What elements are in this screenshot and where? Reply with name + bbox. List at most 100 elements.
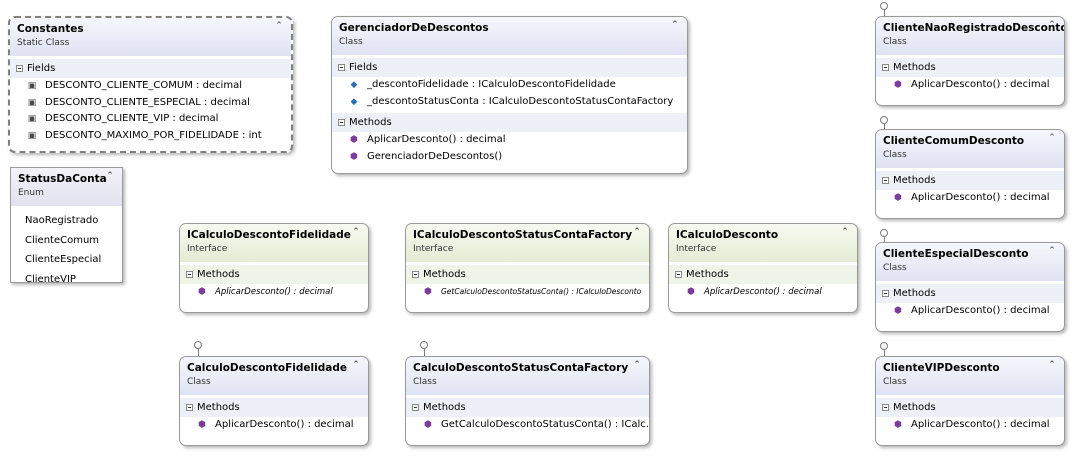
method-member[interactable]: ⬢AplicarDesconto() : decimal bbox=[876, 77, 1064, 94]
class-box-calculo-desconto-fidelidade[interactable]: CalculoDescontoFidelidade Class ⌃ Method… bbox=[179, 356, 369, 446]
class-name: ClienteNaoRegistradoDesconto bbox=[883, 22, 1065, 34]
interface-box-icalculo-desconto-status-conta-factory[interactable]: ICalculoDescontoStatusContaFactory Inter… bbox=[405, 223, 650, 313]
interface-box-icalculo-desconto[interactable]: ICalculoDesconto Interface ⌃ Methods ⬢Ap… bbox=[668, 223, 858, 313]
collapse-icon[interactable]: ⌃ bbox=[633, 227, 641, 237]
method-member[interactable]: ⬢AplicarDesconto() : decimal bbox=[669, 284, 857, 301]
class-stereotype: Class bbox=[339, 37, 363, 47]
section-methods-header[interactable]: Methods bbox=[406, 398, 649, 417]
section-methods-header[interactable]: Methods bbox=[332, 113, 687, 132]
method-member[interactable]: ⬢GetCalculoDescontoStatusConta() : ICalc… bbox=[406, 284, 649, 301]
collapse-icon[interactable]: ⌃ bbox=[106, 171, 114, 181]
enum-box-status-da-conta[interactable]: StatusDaConta Enum ⌃ NaoRegistrado Clien… bbox=[10, 167, 123, 283]
class-box-cliente-nao-registrado-desconto[interactable]: ClienteNaoRegistradoDesconto Class ⌃ Met… bbox=[875, 16, 1065, 106]
enum-name: StatusDaConta bbox=[18, 173, 107, 185]
class-name: ClienteVIPDesconto bbox=[883, 362, 1000, 374]
collapse-icon[interactable]: ⌃ bbox=[1048, 360, 1056, 370]
method-cube-icon: ⬢ bbox=[894, 193, 902, 203]
section-methods-header[interactable]: Methods bbox=[876, 171, 1064, 190]
method-member[interactable]: ⬢GerenciadorDeDescontos() bbox=[332, 149, 687, 166]
member-text: _descontoFidelidade : ICalculoDescontoFi… bbox=[367, 79, 616, 90]
method-member[interactable]: ⬢AplicarDesconto() : decimal bbox=[332, 132, 687, 149]
minus-box-icon[interactable] bbox=[186, 271, 193, 278]
constant-member[interactable]: ▣DESCONTO_CLIENTE_VIP : decimal bbox=[10, 111, 291, 128]
class-box-calculo-desconto-status-conta-factory[interactable]: CalculoDescontoStatusContaFactory Class … bbox=[405, 356, 650, 446]
interface-connector bbox=[884, 350, 885, 356]
section-label: Fields bbox=[349, 62, 378, 73]
section-fields-header[interactable]: Fields bbox=[332, 58, 687, 77]
collapse-icon[interactable]: ⌃ bbox=[1048, 20, 1056, 30]
member-text: DESCONTO_CLIENTE_VIP : decimal bbox=[45, 113, 219, 124]
collapse-icon[interactable]: ⌃ bbox=[1048, 133, 1056, 143]
method-cube-icon: ⬢ bbox=[198, 420, 206, 430]
minus-box-icon[interactable] bbox=[16, 65, 23, 72]
section-label: Methods bbox=[197, 402, 240, 413]
minus-box-icon[interactable] bbox=[412, 404, 419, 411]
section-label: Methods bbox=[197, 269, 240, 280]
lollipop-icon bbox=[194, 341, 202, 349]
member-text: GetCalculoDescontoStatusConta() : ICalc.… bbox=[441, 419, 650, 430]
minus-box-icon[interactable] bbox=[338, 119, 345, 126]
section-methods-header[interactable]: Methods bbox=[669, 265, 857, 284]
enum-value[interactable]: NaoRegistrado bbox=[25, 215, 99, 226]
class-box-gerenciador-de-descontos[interactable]: GerenciadorDeDescontos Class ⌃ Fields ◆_… bbox=[331, 16, 688, 174]
section-methods-header[interactable]: Methods bbox=[180, 398, 368, 417]
minus-box-icon[interactable] bbox=[412, 271, 419, 278]
field-member[interactable]: ◆_descontoStatusConta : ICalculoDesconto… bbox=[332, 94, 687, 111]
member-text: AplicarDesconto() : decimal bbox=[911, 305, 1050, 316]
constant-member[interactable]: ▣DESCONTO_MAXIMO_POR_FIDELIDADE : int bbox=[10, 128, 291, 145]
collapse-icon[interactable]: ⌃ bbox=[352, 227, 360, 237]
member-text: GetCalculoDescontoStatusConta() : ICalcu… bbox=[441, 287, 642, 296]
class-stereotype: Class bbox=[883, 150, 907, 160]
constant-icon: ▣ bbox=[27, 97, 37, 108]
interface-connector bbox=[198, 349, 199, 356]
class-box-constantes[interactable]: Constantes Static Class ⌃ Fields ▣DESCON… bbox=[8, 16, 293, 153]
field-member[interactable]: ◆ _descontoFidelidade : ICalculoDescontoF… bbox=[332, 77, 687, 94]
enum-value[interactable]: ClienteComum bbox=[25, 234, 100, 246]
minus-box-icon[interactable] bbox=[882, 177, 889, 184]
section-methods-header[interactable]: Methods bbox=[180, 265, 368, 284]
interface-stereotype: Interface bbox=[413, 244, 454, 254]
field-lock-icon: ◆ bbox=[350, 80, 358, 90]
collapse-icon[interactable]: ⌃ bbox=[633, 360, 641, 370]
collapse-icon[interactable]: ⌃ bbox=[275, 21, 283, 31]
method-member[interactable]: ⬢AplicarDesconto() : decimal bbox=[876, 417, 1064, 434]
section-methods-header[interactable]: Methods bbox=[876, 398, 1064, 417]
method-member[interactable]: ⬢AplicarDesconto() : decimal bbox=[180, 284, 368, 301]
collapse-icon[interactable]: ⌃ bbox=[841, 227, 849, 237]
class-box-cliente-comum-desconto[interactable]: ClienteComumDesconto Class ⌃ Methods ⬢Ap… bbox=[875, 129, 1065, 219]
enum-stereotype: Enum bbox=[18, 188, 44, 198]
collapse-icon[interactable]: ⌃ bbox=[671, 20, 679, 30]
class-name: Constantes bbox=[17, 23, 84, 35]
interface-connector bbox=[884, 124, 885, 129]
enum-value[interactable]: ClienteVIP bbox=[25, 273, 76, 283]
method-member[interactable]: ⬢AplicarDesconto() : decimal bbox=[876, 303, 1064, 320]
section-fields-header[interactable]: Fields bbox=[10, 59, 291, 78]
class-box-cliente-vip-desconto[interactable]: ClienteVIPDesconto Class ⌃ Methods ⬢Apli… bbox=[875, 356, 1065, 446]
section-label: Methods bbox=[893, 288, 936, 299]
section-methods-header[interactable]: Methods bbox=[406, 265, 649, 284]
interface-stereotype: Interface bbox=[676, 244, 717, 254]
class-stereotype: Class bbox=[883, 377, 907, 387]
minus-box-icon[interactable] bbox=[186, 404, 193, 411]
minus-box-icon[interactable] bbox=[675, 271, 682, 278]
constant-member[interactable]: ▣DESCONTO_CLIENTE_COMUM : decimal bbox=[10, 78, 291, 95]
method-member[interactable]: ⬢GetCalculoDescontoStatusConta() : ICalc… bbox=[406, 417, 649, 434]
section-methods-header[interactable]: Methods bbox=[876, 58, 1064, 77]
class-box-cliente-especial-desconto[interactable]: ClienteEspecialDesconto Class ⌃ Methods … bbox=[875, 242, 1065, 332]
collapse-icon[interactable]: ⌃ bbox=[1048, 246, 1056, 256]
minus-box-icon[interactable] bbox=[882, 290, 889, 297]
section-label: Methods bbox=[349, 117, 392, 128]
enum-value[interactable]: ClienteEspecial bbox=[25, 254, 102, 265]
minus-box-icon[interactable] bbox=[882, 404, 889, 411]
method-member[interactable]: ⬢AplicarDesconto() : decimal bbox=[876, 190, 1064, 207]
constant-member[interactable]: ▣DESCONTO_CLIENTE_ESPECIAL : decimal bbox=[10, 95, 291, 112]
section-label: Methods bbox=[893, 175, 936, 186]
minus-box-icon[interactable] bbox=[338, 64, 345, 71]
collapse-icon[interactable]: ⌃ bbox=[352, 360, 360, 370]
section-label: Methods bbox=[423, 402, 466, 413]
minus-box-icon[interactable] bbox=[882, 64, 889, 71]
section-methods-header[interactable]: Methods bbox=[876, 284, 1064, 303]
interface-box-icalculo-desconto-fidelidade[interactable]: ICalculoDescontoFidelidade Interface ⌃ M… bbox=[179, 223, 369, 313]
method-member[interactable]: ⬢AplicarDesconto() : decimal bbox=[180, 417, 368, 434]
member-text: AplicarDesconto() : decimal bbox=[367, 134, 506, 145]
